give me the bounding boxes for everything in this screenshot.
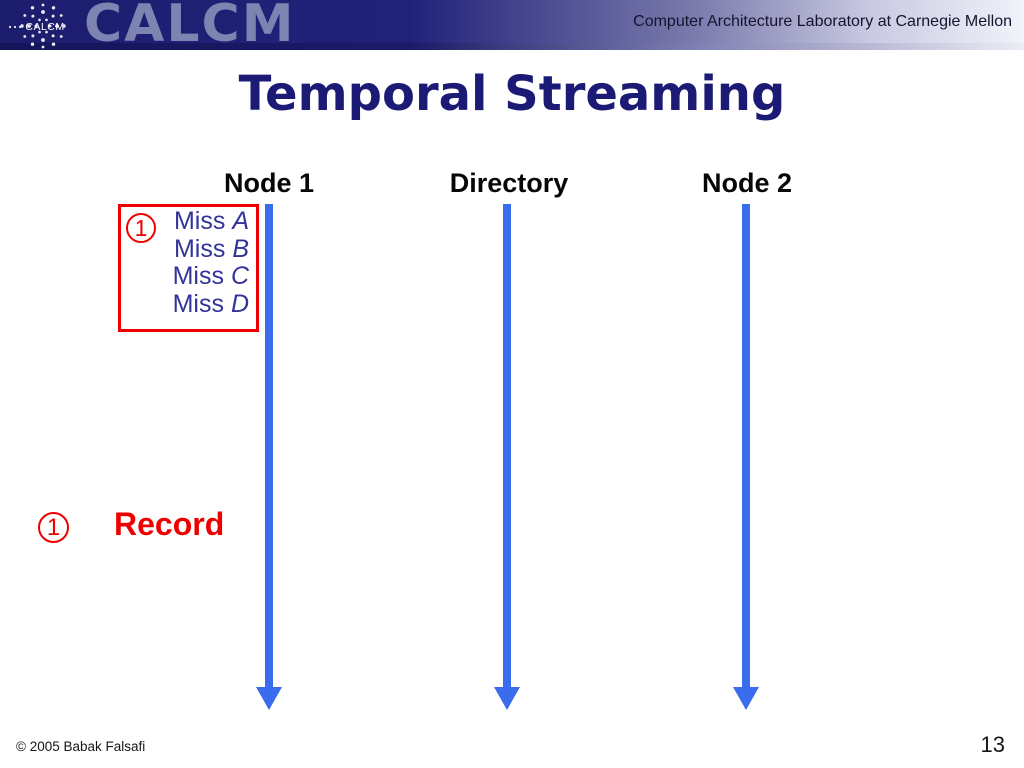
miss-list: Miss A Miss B Miss C Miss D bbox=[172, 207, 249, 319]
record-step-1-marker: 1 bbox=[38, 512, 69, 543]
column-label-node1: Node 1 bbox=[223, 168, 315, 198]
calcm-watermark: CALCM bbox=[84, 0, 296, 43]
miss-prefix: Miss bbox=[173, 234, 226, 263]
header-edge-strip bbox=[0, 43, 1024, 50]
miss-variable: D bbox=[230, 289, 249, 318]
calcm-atom-logo-icon: CALCM bbox=[8, 3, 66, 49]
column-label-directory: Directory bbox=[449, 168, 569, 198]
timeline-node1 bbox=[265, 204, 273, 688]
miss-prefix: Miss bbox=[172, 289, 224, 318]
miss-item: Miss C bbox=[172, 262, 249, 291]
timeline-directory bbox=[503, 204, 511, 688]
header-band: CALCM Computer Architecture Laboratory a… bbox=[0, 0, 1024, 50]
miss-prefix: Miss bbox=[172, 262, 224, 290]
calcm-logo-text: CALCM bbox=[25, 21, 64, 33]
miss-sequence-box: 1 Miss A Miss B Miss C Miss D bbox=[118, 204, 259, 332]
miss-variable: B bbox=[232, 234, 249, 263]
miss-variable: C bbox=[230, 262, 249, 290]
miss-prefix: Miss bbox=[173, 207, 226, 235]
timeline-directory-arrowhead-icon bbox=[494, 687, 520, 710]
slide-title: Temporal Streaming bbox=[238, 66, 786, 122]
miss-variable: A bbox=[232, 207, 249, 235]
timeline-node2 bbox=[742, 204, 750, 688]
page-number: 13 bbox=[980, 732, 1005, 757]
timeline-node2-arrowhead-icon bbox=[733, 687, 759, 710]
copyright-text: © 2005 Babak Falsafi bbox=[16, 739, 146, 754]
miss-item: Miss D bbox=[172, 289, 249, 319]
record-label: Record bbox=[114, 506, 225, 542]
timeline-node1-arrowhead-icon bbox=[256, 687, 282, 710]
miss-item: Miss A bbox=[173, 207, 249, 236]
header-gradient: CALCM Computer Architecture Laboratory a… bbox=[0, 0, 1024, 43]
header-org-label: Computer Architecture Laboratory at Carn… bbox=[633, 13, 1012, 30]
step-1-marker: 1 bbox=[126, 213, 156, 243]
miss-item: Miss B bbox=[173, 234, 249, 264]
column-label-node2: Node 2 bbox=[701, 168, 793, 198]
